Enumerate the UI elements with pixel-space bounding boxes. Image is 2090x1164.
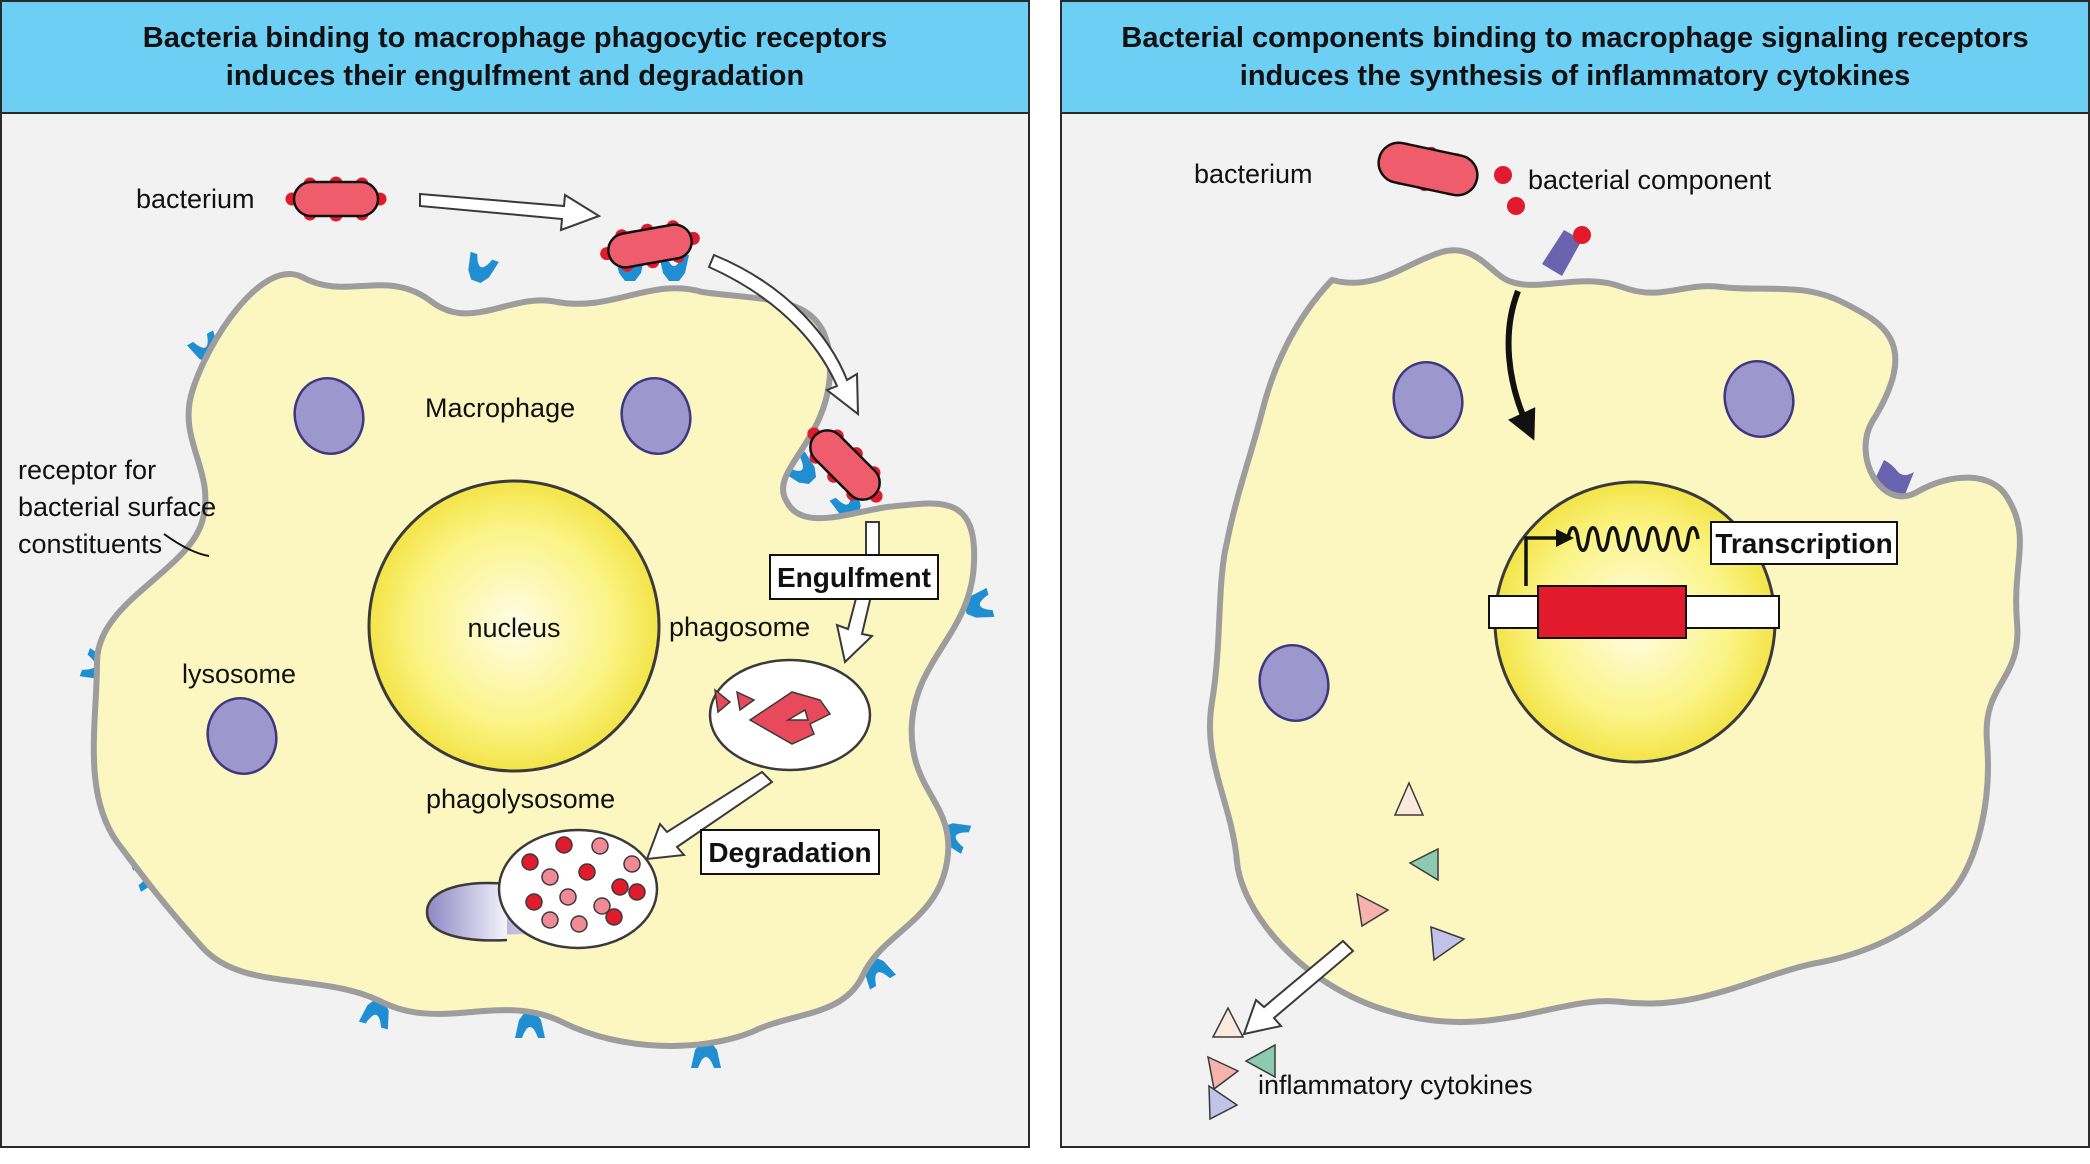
- cytokine-icons: [1206, 781, 1466, 1121]
- mrna-icon: [1566, 526, 1700, 552]
- bacterial-component-icons: [1494, 166, 1591, 244]
- left-title-line2: induces their engulfment and degradation: [225, 60, 805, 92]
- right-title-line1: Bacterial components binding to macropha…: [1121, 22, 2029, 54]
- bacterium-icon: [1377, 141, 1479, 197]
- receptor-label-line2: bacterial surface: [18, 492, 216, 522]
- left-panel-header: Bacteria binding to macrophage phagocyti…: [2, 2, 1028, 114]
- cytokines-label: inflammatory cytokines: [1258, 1070, 1533, 1100]
- signal-arrow: [1505, 289, 1536, 441]
- lysosome-icon: [1258, 644, 1330, 722]
- lysosome-icon: [1723, 360, 1795, 438]
- lysosome-icon: [1392, 361, 1464, 439]
- phagolysosome-label: phagolysosome: [426, 784, 615, 814]
- gene-icon: [1537, 585, 1687, 639]
- transcription-start-arrow: [1524, 536, 1558, 586]
- nucleus-label: nucleus: [467, 613, 560, 643]
- right-title-line2: induces the synthesis of inflammatory cy…: [1239, 60, 1911, 92]
- lysosome-icon: [620, 377, 692, 455]
- bacterial-component-label: bacterial component: [1528, 165, 1772, 195]
- right-panel: Bacterial components binding to macropha…: [1060, 0, 2090, 1148]
- phagosome-label: phagosome: [669, 612, 810, 642]
- bacterium-icon: [284, 175, 388, 223]
- left-title-line1: Bacteria binding to macrophage phagocyti…: [142, 22, 888, 54]
- engulfment-label: Engulfment: [777, 562, 931, 593]
- secretion-arrow: [1242, 939, 1355, 1036]
- degradation-label: Degradation: [708, 837, 871, 868]
- left-diagram: bacterium Macrophage receptor for bacter…: [18, 175, 995, 1068]
- receptor-label-line3: constituents: [18, 529, 162, 559]
- right-panel-header: Bacterial components binding to macropha…: [1062, 2, 2088, 114]
- nucleus-icon: [367, 479, 661, 773]
- macrophage-label: Macrophage: [425, 393, 575, 423]
- bacterium-label: bacterium: [136, 184, 255, 214]
- lysosome-label: lysosome: [182, 659, 296, 689]
- transcription-label: Transcription: [1715, 528, 1892, 559]
- lysosome-icon: [206, 697, 278, 775]
- degradation-granules: [521, 836, 646, 933]
- lysosome-icon: [293, 377, 365, 455]
- left-panel: Bacteria binding to macrophage phagocyti…: [0, 0, 1030, 1148]
- receptor-label-line1: receptor for: [18, 455, 156, 485]
- bacterium-label: bacterium: [1194, 159, 1313, 189]
- right-diagram: bacterium bacterial component Transcript…: [1194, 141, 2023, 1121]
- bacterium-icon: [595, 213, 705, 279]
